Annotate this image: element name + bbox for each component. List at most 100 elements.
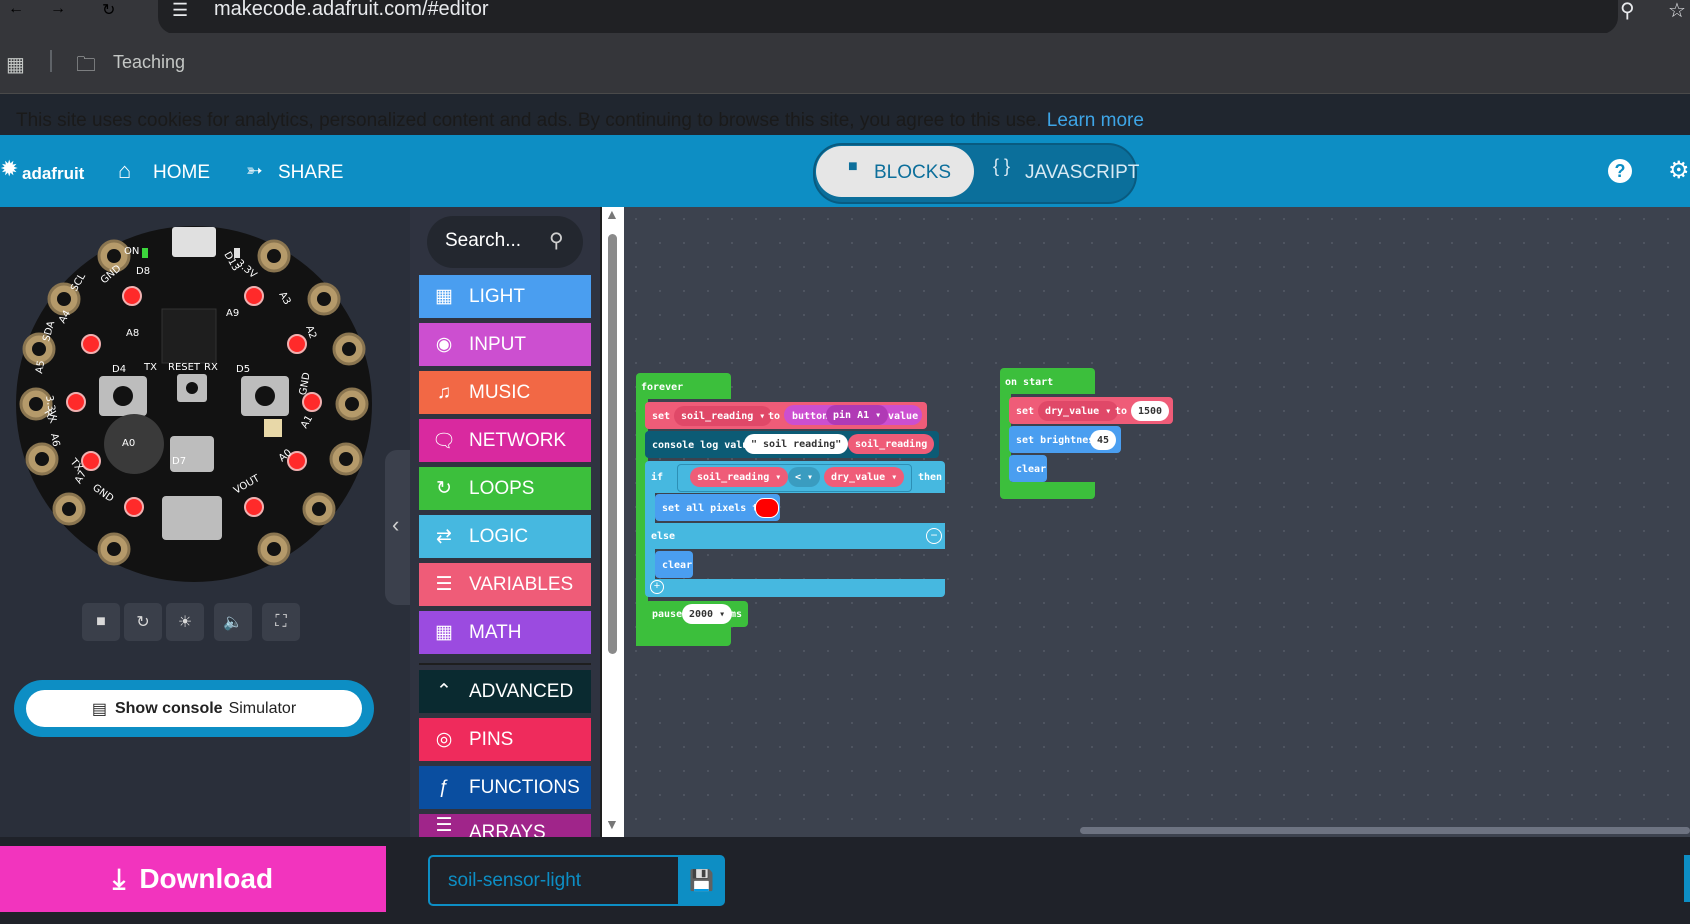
neopixel — [302, 392, 322, 412]
simulator-label: Simulator — [228, 699, 297, 717]
gear-icon[interactable]: ⚙ — [1668, 157, 1690, 184]
collapse-simulator-tab[interactable] — [385, 450, 410, 605]
category-advanced[interactable]: ⌃ADVANCED — [419, 670, 591, 713]
on-start-block[interactable] — [1000, 368, 1095, 394]
remove-else-icon[interactable]: − — [926, 528, 942, 544]
scroll-up-arrow[interactable]: ▲ — [605, 206, 619, 222]
download-button[interactable]: ⤓ Download — [0, 846, 386, 912]
svg-text:A8: A8 — [126, 328, 139, 339]
variable-dropdown[interactable]: soil_reading ▾ — [674, 406, 773, 426]
show-console-inner[interactable]: ▤ Show console Simulator — [26, 690, 362, 727]
category-math[interactable]: ▦MATH — [419, 611, 591, 654]
pin-dropdown[interactable]: pin A1 ▾ — [826, 405, 889, 425]
circuit-playground-board[interactable]: D13 ON GND D8 3.3V SCL A4 A9 A3 SDA A5 A… — [14, 224, 374, 584]
dry-value-number[interactable]: 1500 — [1131, 401, 1170, 421]
neopixel — [81, 334, 101, 354]
help-icon[interactable]: ? — [1608, 159, 1632, 183]
reload-icon[interactable]: ↻ — [102, 2, 116, 19]
dry-value-dropdown[interactable]: dry_value ▾ — [1038, 401, 1119, 421]
shuffle-icon: ⇄ — [436, 526, 452, 547]
toolbox-scroll-thumb[interactable] — [608, 234, 617, 654]
else-keyword: else — [651, 531, 676, 542]
star-icon[interactable]: ☆ — [1668, 0, 1686, 22]
log-variable[interactable]: soil_reading — [848, 434, 935, 454]
mute-button[interactable]: 🔈 — [214, 603, 252, 641]
adafruit-logo[interactable]: adafruit — [22, 164, 85, 183]
category-pins[interactable]: ◎PINS — [419, 718, 591, 761]
chevron-left-icon[interactable]: ‹ — [392, 512, 400, 537]
home-button[interactable]: HOME — [153, 162, 210, 183]
toolbox-search[interactable]: Search... ⚲ — [427, 216, 583, 268]
learn-more-link[interactable]: Learn more — [1046, 110, 1144, 131]
share-icon[interactable]: ➳ — [246, 160, 263, 182]
clear-block[interactable] — [1009, 455, 1047, 482]
category-music[interactable]: ♫MUSIC — [419, 371, 591, 414]
scroll-down-arrow[interactable]: ▼ — [605, 816, 619, 832]
category-logic[interactable]: ⇄LOGIC — [419, 515, 591, 558]
compare-right[interactable]: dry_value ▾ — [824, 467, 905, 487]
search-icon[interactable]: ⚲ — [549, 230, 564, 252]
search-input[interactable]: Search... — [445, 230, 522, 251]
home-icon[interactable]: ⌂ — [118, 158, 132, 183]
project-name-input[interactable]: soil-sensor-light — [428, 855, 700, 906]
category-variables[interactable]: ☰VARIABLES — [419, 563, 591, 606]
forever-label: forever — [641, 382, 684, 393]
forward-icon[interactable]: → — [50, 0, 66, 17]
category-network[interactable]: 🗨 NETWORK — [419, 419, 591, 462]
set-brightness-label: set brightness — [1016, 435, 1101, 446]
forever-block[interactable] — [636, 373, 731, 399]
category-label: INPUT — [469, 333, 526, 355]
footer-right-edge — [1684, 855, 1690, 902]
url-text[interactable]: makecode.adafruit.com/#editor — [214, 0, 489, 20]
site-info-icon[interactable]: ☰ — [172, 0, 189, 20]
log-string[interactable]: " soil reading" — [744, 434, 849, 454]
add-else-icon[interactable]: + — [650, 580, 664, 594]
color-swatch[interactable] — [755, 498, 779, 518]
category-label: LOOPS — [469, 477, 535, 499]
neopixel — [287, 451, 307, 471]
clear-block[interactable] — [655, 551, 693, 578]
download-icon: ⤓ — [112, 862, 126, 894]
neopixel — [124, 497, 144, 517]
neopixel — [244, 286, 264, 306]
toolbox-divider — [419, 663, 591, 665]
category-label: NETWORK — [469, 429, 567, 451]
category-light[interactable]: ▦LIGHT — [419, 275, 591, 318]
apps-grid-icon[interactable]: ▦ — [6, 54, 25, 76]
chat-icon: 🗨 — [431, 430, 457, 452]
neopixel — [287, 334, 307, 354]
javascript-tab[interactable]: JAVASCRIPT — [1025, 162, 1140, 183]
category-loops[interactable]: ↻LOOPS — [419, 467, 591, 510]
then-keyword: then — [918, 472, 943, 483]
share-button[interactable]: SHARE — [278, 162, 344, 183]
slowmo-button[interactable]: ☀ — [166, 603, 204, 641]
fullscreen-button[interactable]: ⛶ — [262, 603, 300, 641]
blocks-workspace[interactable] — [624, 207, 1690, 837]
target-icon: ◉ — [435, 334, 453, 355]
category-input[interactable]: ◉ INPUT — [419, 323, 591, 366]
power-led — [142, 248, 148, 258]
restart-button[interactable]: ↻ — [124, 603, 162, 641]
pause-value[interactable]: 2000 ▾ — [682, 604, 733, 624]
blocks-tab-label[interactable]: BLOCKS — [874, 162, 952, 183]
workspace-horizontal-scrollbar[interactable] — [1080, 827, 1690, 834]
pause-keyword: pause — [652, 609, 683, 620]
if-keyword: if — [651, 472, 664, 483]
adafruit-star-icon: ✹ — [0, 156, 19, 181]
bookmark-teaching[interactable]: Teaching — [113, 52, 186, 72]
neopixel — [81, 451, 101, 471]
svg-text:A9: A9 — [226, 308, 239, 319]
zoom-icon[interactable]: ⚲ — [1620, 0, 1635, 22]
svg-text:A2: A2 — [303, 324, 318, 340]
address-bar[interactable] — [158, 0, 1618, 34]
speaker — [104, 414, 164, 474]
brightness-value[interactable]: 45 — [1090, 430, 1117, 450]
blocks-tab[interactable] — [816, 146, 974, 197]
category-arrays[interactable]: ☰ARRAYS — [419, 814, 591, 837]
back-icon[interactable]: ← — [8, 0, 24, 17]
stop-button[interactable]: ■ — [82, 603, 120, 641]
save-button[interactable]: 💾 — [678, 855, 725, 906]
compare-left[interactable]: soil_reading ▾ — [690, 467, 789, 487]
compare-operator[interactable]: < ▾ — [788, 467, 821, 487]
